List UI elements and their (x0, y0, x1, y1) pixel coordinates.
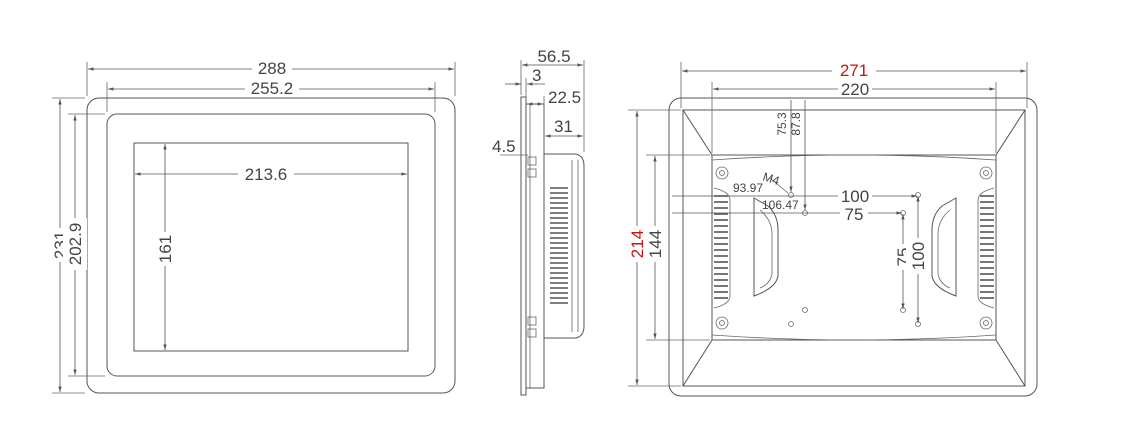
rear-dim-87-8-label: 87.8 (789, 112, 803, 136)
front-bezel-height-label: 202.9 (66, 223, 85, 266)
side-view: 56.5 3 22.5 31 4.5 (492, 47, 585, 396)
rear-top-bevel (682, 109, 1026, 156)
rear-handle-right (931, 197, 957, 297)
front-view: 288 255.2 213.6 161 231 202.9 (48, 58, 456, 394)
front-active-area (133, 142, 409, 352)
rear-view: 271 220 214 144 75.3 87.8 M4 93.97 106.4… (625, 60, 1038, 397)
rear-handle-left (753, 197, 779, 297)
rear-dim-75-3-label: 75.3 (775, 112, 789, 136)
rear-back-height-label: 144 (646, 230, 665, 258)
rear-heatsink-left (713, 187, 731, 309)
rear-heatsink-right (977, 187, 995, 309)
front-active-width-label: 213.6 (245, 165, 288, 184)
side-total-depth-label: 56.5 (537, 47, 570, 66)
rear-cutout-width-label: 271 (840, 61, 868, 80)
rear-dim-93-97-label: 93.97 (733, 181, 763, 195)
side-front-flange (520, 96, 527, 396)
rear-dim-106-47-label: 106.47 (762, 198, 799, 212)
front-overall-width-label: 288 (258, 59, 286, 78)
front-outer-bezel (86, 97, 456, 394)
side-flange-label: 4.5 (492, 137, 516, 156)
front-bezel-width-label: 255.2 (251, 79, 294, 98)
front-inner-bezel (106, 113, 436, 377)
rear-vesa-75-horizontal-label: 75 (845, 205, 864, 224)
rear-vesa-100-vertical-label: 100 (909, 242, 928, 270)
side-frame-depth-label: 22.5 (548, 88, 581, 107)
front-active-height-label: 161 (156, 235, 175, 263)
rear-screw-label: M4 (761, 170, 781, 189)
rear-back-width-label: 220 (841, 80, 869, 99)
rear-bottom-bevel (682, 339, 1026, 387)
rear-corner-screws (715, 166, 993, 330)
rear-cutout-height-label: 214 (628, 230, 647, 258)
side-front-thickness-label: 3 (532, 66, 541, 85)
side-heatsink (550, 187, 568, 304)
side-back-housing (543, 153, 585, 339)
side-frame (525, 103, 545, 389)
rear-vesa-100-horizontal-label: 100 (841, 187, 869, 206)
rear-outer-frame (668, 97, 1038, 397)
side-back-depth-label: 31 (554, 117, 573, 136)
